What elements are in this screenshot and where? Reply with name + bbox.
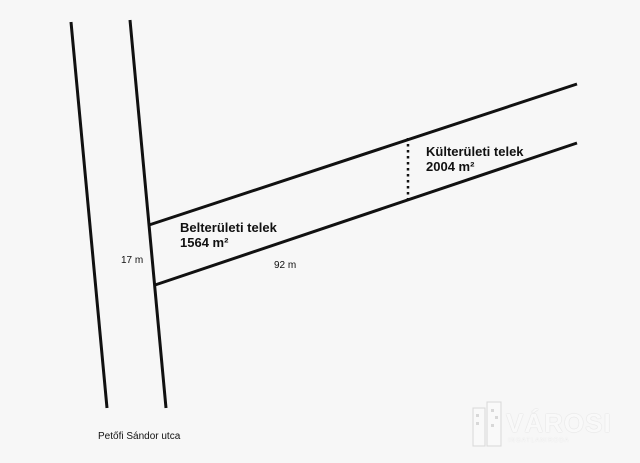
kulterulet-area-label: 2004 m² (426, 159, 475, 174)
street-right-edge (128, 19, 168, 409)
watermark-subtext: INGATLANIRODA (508, 438, 570, 444)
belterulet-area-label: 1564 m² (180, 235, 229, 250)
plot-length-label: 92 m (274, 260, 297, 271)
building-logo-icon (472, 401, 502, 447)
kulterulet-title-label: Külterületi telek (426, 144, 524, 159)
plot-upper-boundary (148, 82, 578, 227)
plot-lower-boundary (154, 141, 578, 287)
agency-watermark: VÁROSI INGATLANIRODA (468, 396, 634, 456)
watermark-text: VÁROSI (506, 408, 612, 438)
belterulet-title-label: Belterületi telek (180, 220, 277, 235)
street-left-edge (69, 21, 109, 409)
street-name-label: Petőfi Sándor utca (98, 431, 181, 442)
plot-width-label: 17 m (121, 255, 144, 266)
